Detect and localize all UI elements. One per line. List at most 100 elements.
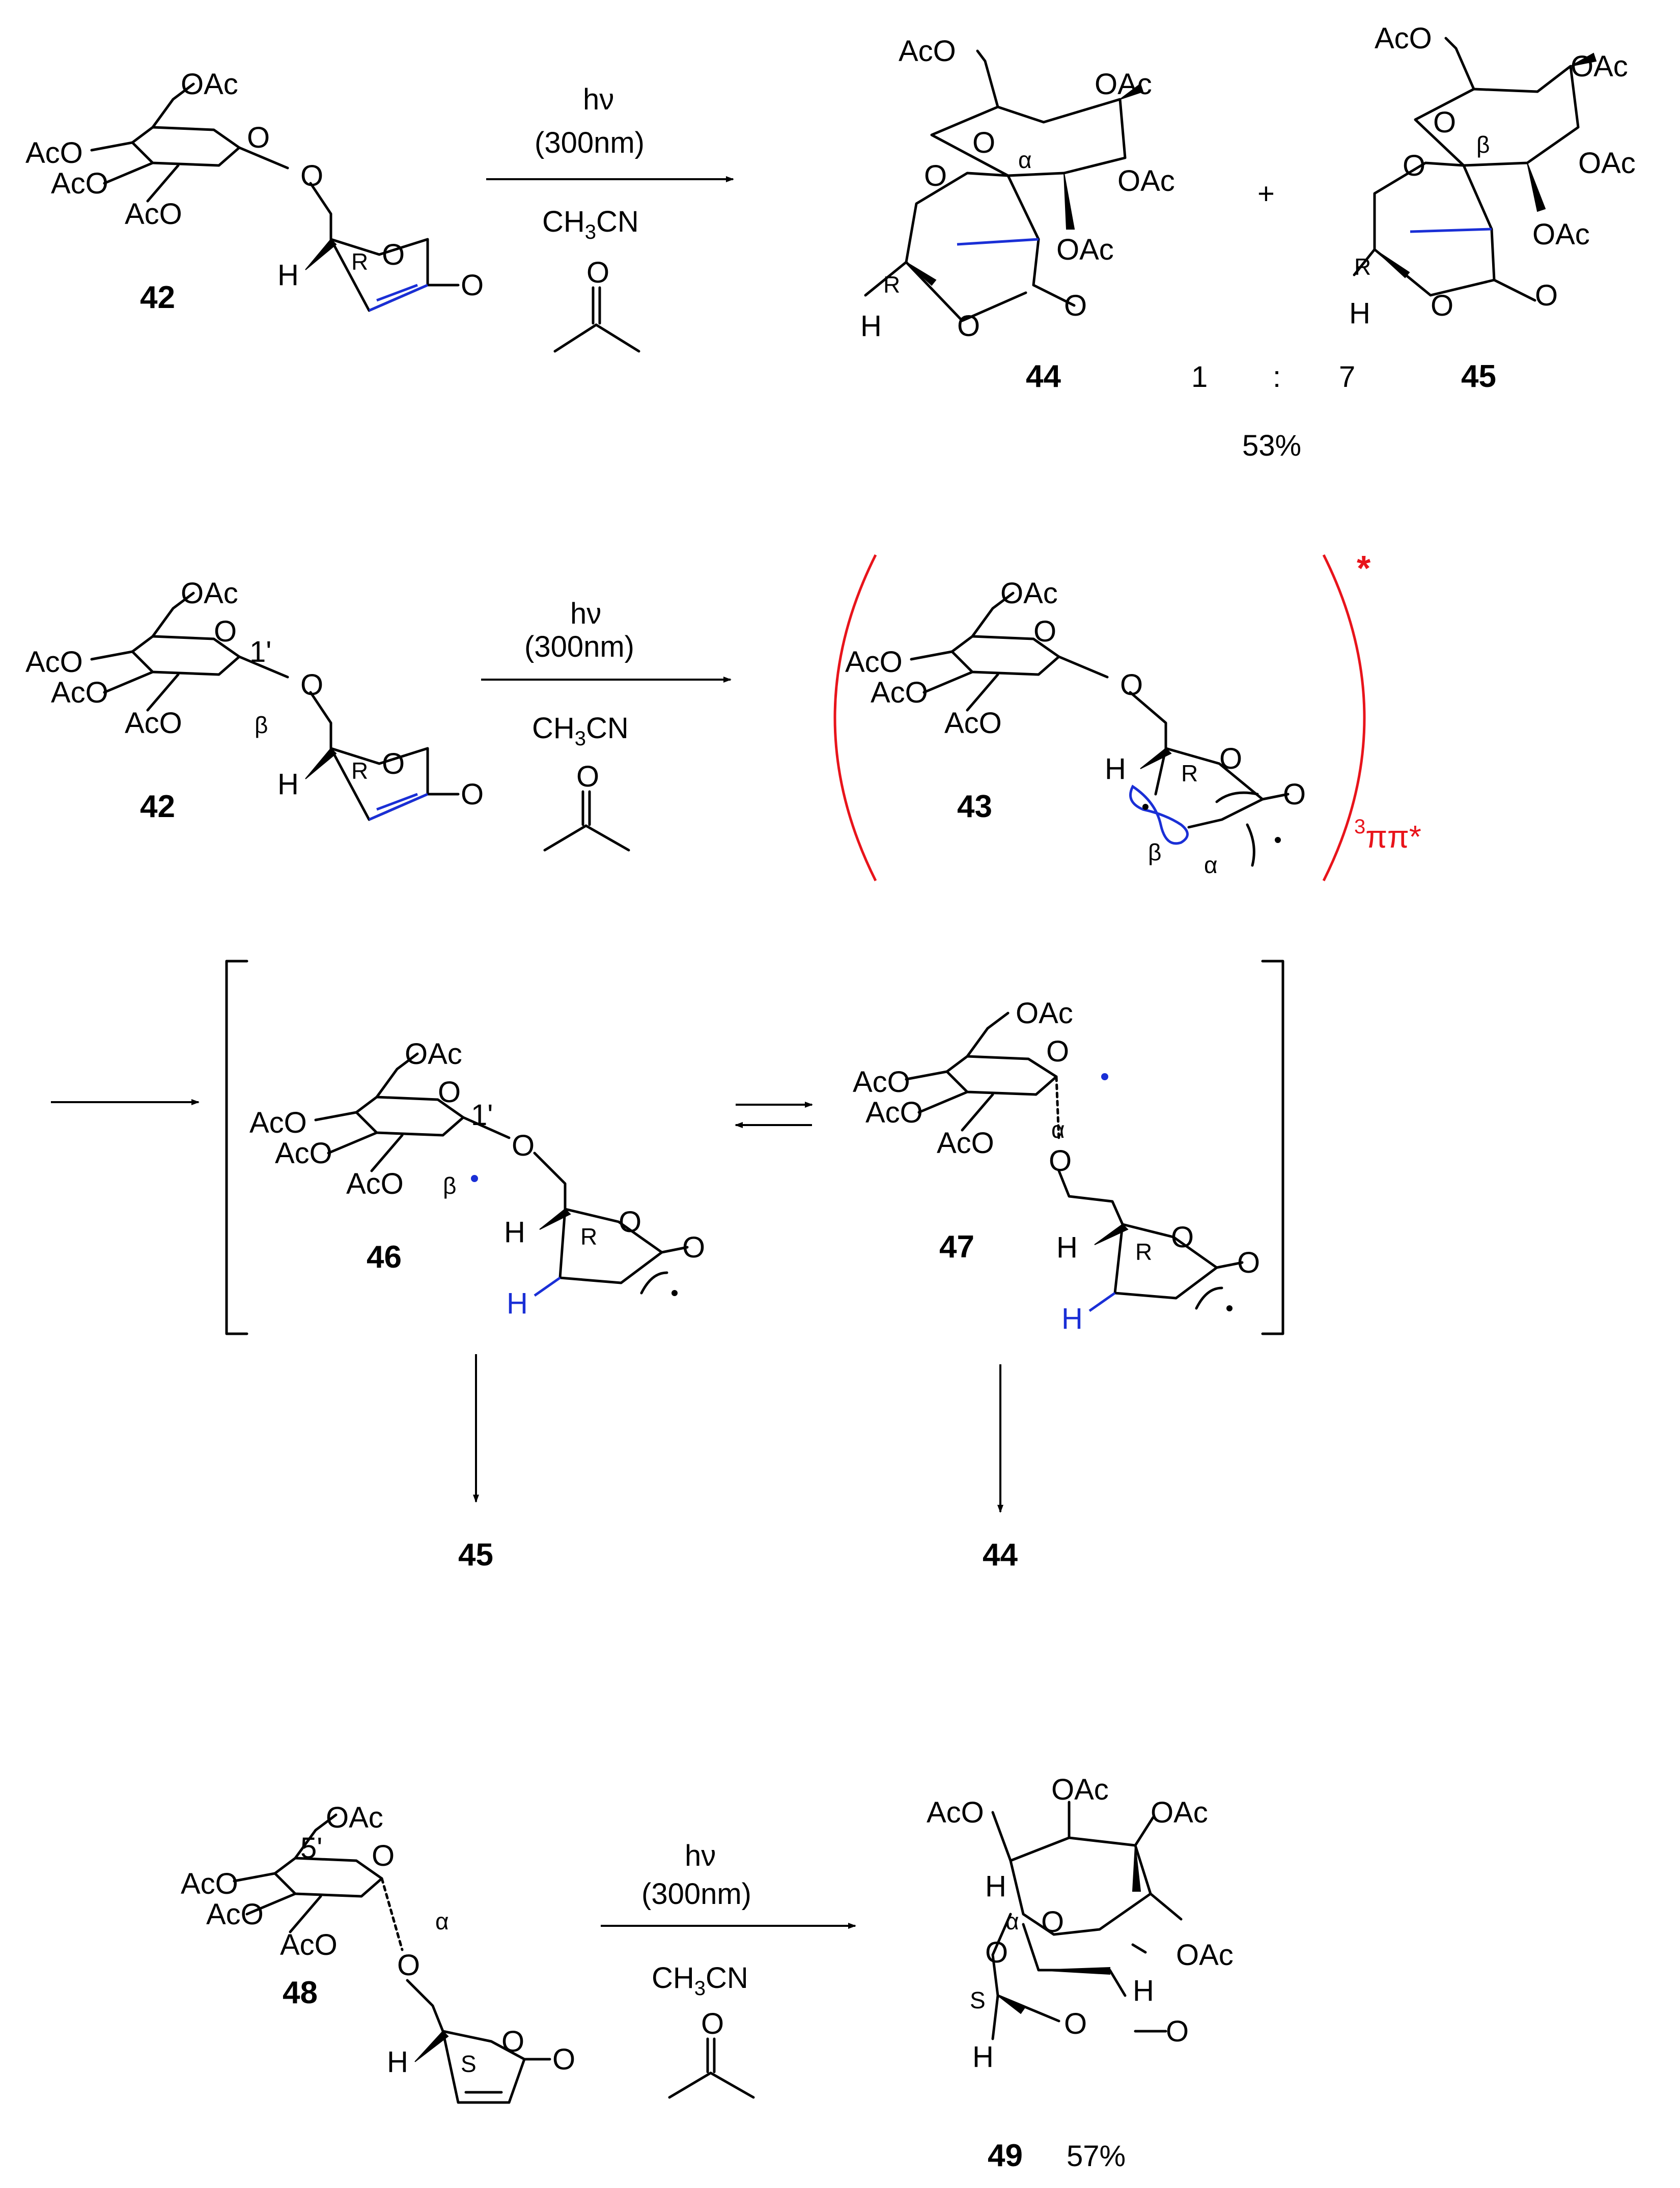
- s2-light: hν: [570, 597, 601, 630]
- s4-light: hν: [685, 1839, 716, 1872]
- c43-glycosidic-o: O: [1120, 668, 1143, 702]
- product-44-label: 44: [983, 1537, 1018, 1573]
- c49-h-bottom: H: [972, 2040, 994, 2073]
- c48-h: H: [387, 2045, 408, 2079]
- compound-45-label: 45: [1461, 359, 1496, 394]
- compound-44-structure: [864, 49, 1144, 322]
- c44-oac-3: OAc: [1056, 233, 1114, 266]
- c42b-aco-3: AcO: [51, 676, 108, 709]
- c48-alpha: α: [435, 1908, 449, 1934]
- c49-alpha: α: [1005, 1908, 1019, 1934]
- c44-aco-top: AcO: [899, 35, 956, 68]
- c49-carbonyl-o: O: [1166, 2015, 1189, 2048]
- compound-47-structure: [905, 1012, 1244, 1312]
- compound-49-structure: [991, 1801, 1183, 2040]
- c47-aco-2: AcO: [937, 1127, 994, 1160]
- c45-carbonyl-o: O: [1535, 279, 1558, 312]
- compound-49-label: 49: [988, 2138, 1023, 2173]
- s1-wavelength: (300nm): [535, 126, 645, 159]
- c45-beta: β: [1476, 131, 1490, 158]
- c46-aco-4: AcO: [249, 1106, 307, 1139]
- c45-r: R: [1354, 254, 1371, 280]
- c47-aco-3: AcO: [865, 1096, 923, 1129]
- s4-acetone-o: O: [701, 2007, 724, 2040]
- compound-45-structure: [1353, 37, 1597, 302]
- s1-solvent: CH3CN: [542, 205, 639, 243]
- c44-ring-o: O: [972, 126, 995, 159]
- s2-wavelength: (300nm): [524, 630, 634, 663]
- c46-h-blue: H: [507, 1287, 528, 1320]
- compound-46-structure: [314, 1052, 689, 1297]
- compound-43-label: 43: [957, 789, 992, 824]
- c42b-ring-o: O: [214, 615, 237, 648]
- s1-light: hν: [583, 83, 614, 116]
- c45-aco-top: AcO: [1375, 22, 1432, 55]
- c44-carbonyl-o: O: [1064, 289, 1087, 322]
- s1-plus: +: [1257, 177, 1275, 210]
- c49-h-top: H: [985, 1870, 1006, 1903]
- c48-ring-o: O: [372, 1839, 395, 1872]
- scheme-2: OAc O 1' AcO AcO AcO β O H R O O 42 hν (…: [25, 548, 1421, 882]
- c48-carbonyl-o: O: [552, 2043, 575, 2076]
- compound-48-label: 48: [283, 1975, 318, 2010]
- c48-aco-2: AcO: [280, 1928, 338, 1961]
- c42b-one-prime: 1': [249, 635, 271, 668]
- c47-alpha: α: [1051, 1116, 1065, 1143]
- c42b-aco-2: AcO: [125, 707, 182, 740]
- c43-aco-3: AcO: [871, 676, 928, 709]
- c42b-r: R: [351, 758, 368, 784]
- c46-h-top: H: [504, 1216, 525, 1249]
- s4-yield: 57%: [1067, 2140, 1126, 2173]
- c46-r: R: [580, 1223, 597, 1250]
- c42-carbonyl-o: O: [461, 269, 484, 302]
- c46-ring-o: O: [438, 1076, 461, 1109]
- c45-h: H: [1349, 297, 1370, 330]
- c49-bridge-o: O: [985, 1936, 1008, 1969]
- c42b-glycosidic-o: O: [300, 668, 323, 702]
- c42b-oac-top: OAc: [181, 577, 238, 610]
- c48-glycosidic-o: O: [397, 1949, 420, 1982]
- c42b-carbonyl-o: O: [461, 778, 484, 811]
- c43-lactone-o: O: [1219, 742, 1242, 775]
- c42b-beta: β: [255, 712, 268, 738]
- s1-acetone-o: O: [586, 256, 609, 289]
- c44-oac-2: OAc: [1117, 164, 1175, 198]
- compound-47-label: 47: [939, 1229, 974, 1265]
- c47-r: R: [1135, 1239, 1152, 1265]
- c43-alpha: α: [1204, 852, 1218, 878]
- c48-aco-4: AcO: [181, 1867, 238, 1900]
- c45-oac-2: OAc: [1578, 147, 1636, 180]
- c49-lactone-o: O: [1064, 2007, 1087, 2040]
- c42b-lactone-o: O: [382, 747, 405, 780]
- compound-48-structure: [233, 1813, 551, 2104]
- c43-carbonyl-o: O: [1283, 778, 1306, 811]
- c48-oac-top: OAc: [326, 1801, 383, 1834]
- c43-h: H: [1105, 752, 1126, 786]
- right-bracket: [1261, 960, 1284, 1335]
- c47-glycosidic-o: O: [1049, 1144, 1072, 1177]
- c46-carbonyl-o: O: [682, 1231, 705, 1264]
- c47-ring-o: O: [1046, 1035, 1069, 1068]
- c44-h: H: [860, 310, 882, 343]
- s2-acetone: [543, 790, 630, 852]
- c42-aco-3: AcO: [51, 167, 108, 200]
- c42-aco-4: AcO: [25, 136, 83, 170]
- scheme-4: OAc 5' O AcO AcO AcO α O H S O O 48 hν (…: [181, 1773, 1234, 2173]
- c45-oac-3: OAc: [1532, 218, 1590, 251]
- s4-solvent: CH3CN: [652, 1961, 748, 2000]
- s1-ratio-left: 1: [1191, 360, 1208, 394]
- c46-aco-2: AcO: [346, 1167, 404, 1200]
- compound-43-structure: [910, 592, 1290, 867]
- c42-h: H: [277, 259, 299, 292]
- c46-oac-top: OAc: [405, 1037, 462, 1071]
- c47-aco-4: AcO: [853, 1065, 910, 1099]
- c45-lactone-o: O: [1431, 289, 1453, 322]
- c48-five-prime: 5': [300, 1832, 322, 1865]
- compound-46-label: 46: [367, 1240, 402, 1275]
- c47-h-top: H: [1056, 1231, 1078, 1264]
- c42-lactone-o: O: [382, 238, 405, 271]
- c49-aco-left: AcO: [927, 1796, 984, 1829]
- c43-beta: β: [1148, 839, 1161, 865]
- c47-oac-top: OAc: [1016, 997, 1073, 1030]
- c43-aco-4: AcO: [845, 646, 903, 679]
